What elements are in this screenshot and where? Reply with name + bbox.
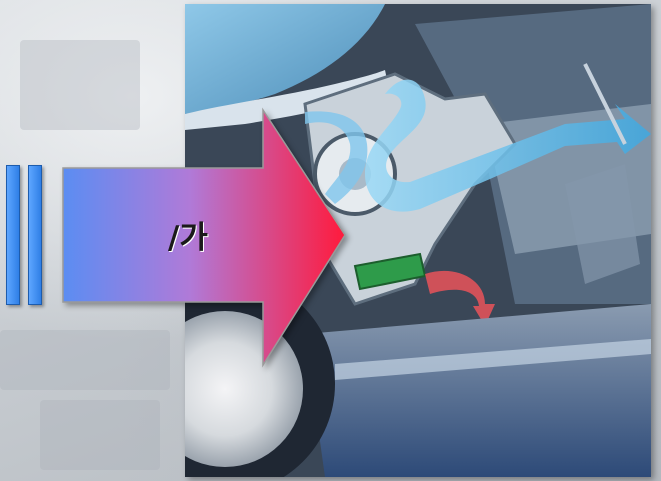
arrow-label: /가 [168,218,258,258]
